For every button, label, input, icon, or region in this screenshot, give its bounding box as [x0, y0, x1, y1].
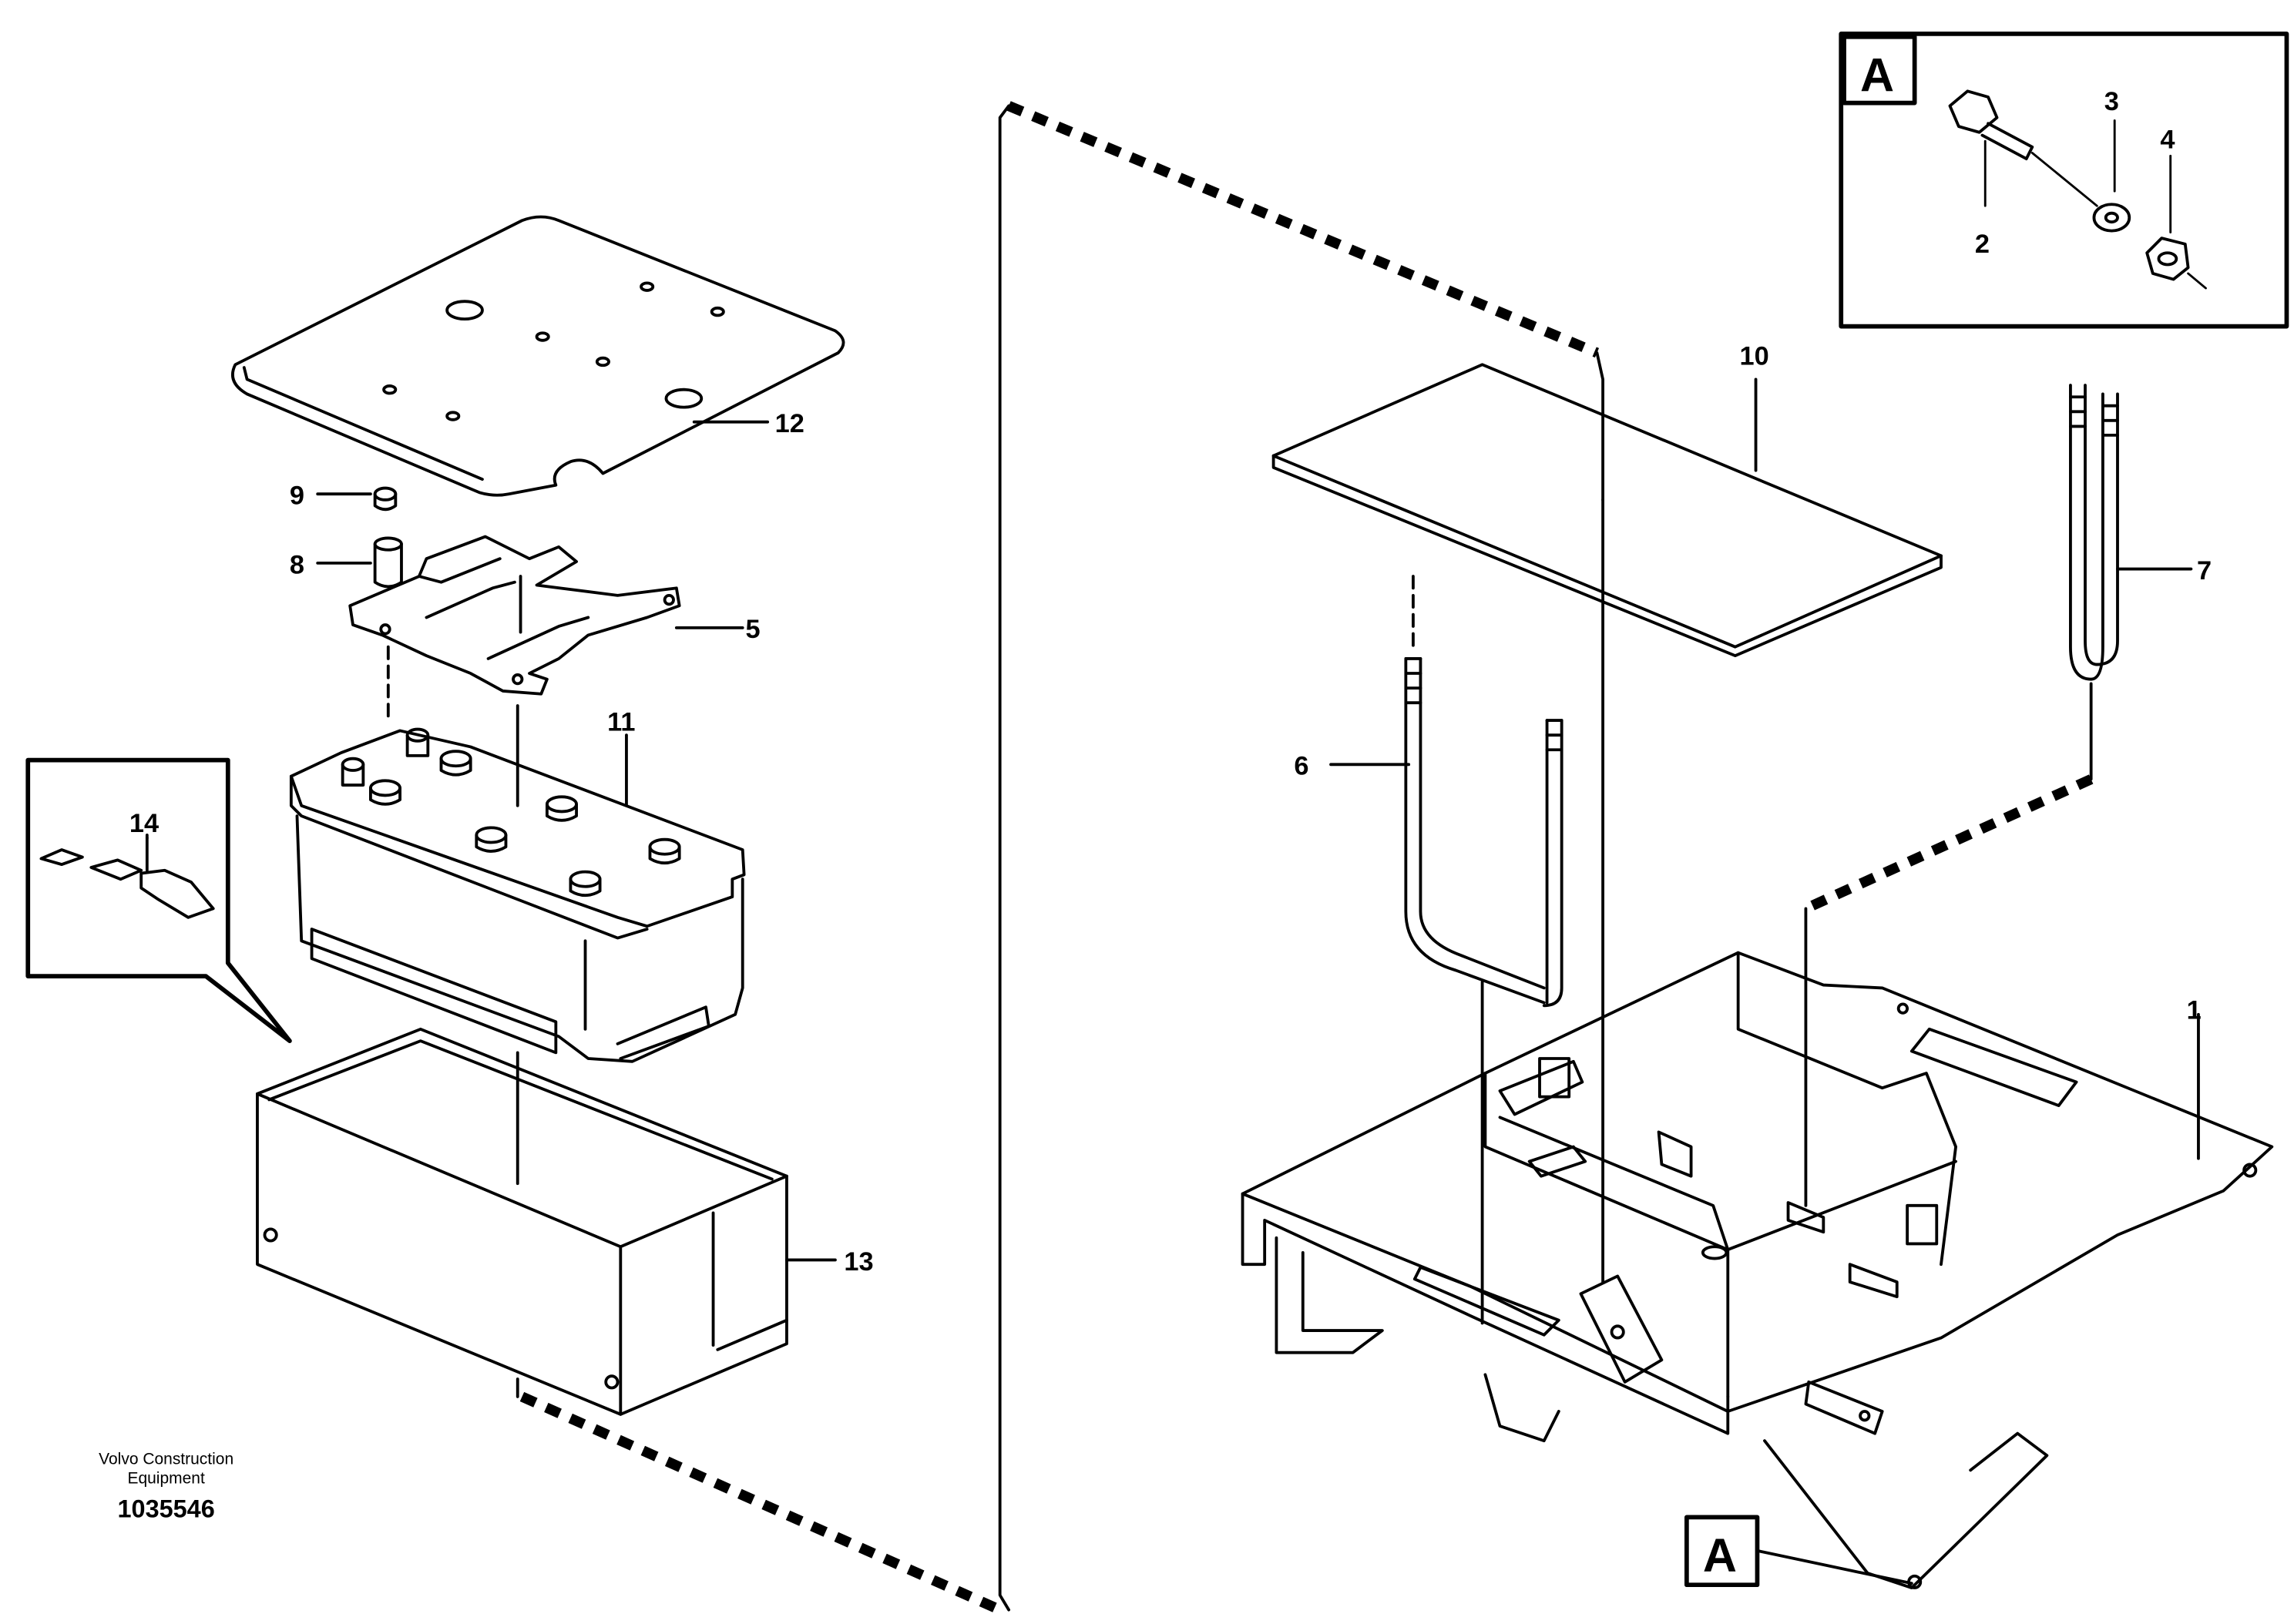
reference-box-a [1684, 1515, 1760, 1588]
callout-12: 12 [775, 409, 804, 438]
reference-label-a: A [1703, 1529, 1737, 1582]
rubber-mat-10 [1271, 363, 1943, 1283]
callout-9: 9 [290, 481, 304, 511]
callout-4: 4 [2160, 126, 2175, 155]
battery-11 [289, 704, 746, 1063]
callout-5: 5 [746, 615, 761, 644]
callout-6: 6 [1294, 752, 1308, 781]
u-bolt-6 [1404, 575, 1563, 1325]
battery-tray-1 [1241, 951, 2274, 1589]
detail-label-a: A [1860, 49, 1894, 101]
callout-2: 2 [1975, 230, 1990, 259]
credit-line-1: Volvo Construction [99, 1451, 233, 1468]
detail-inset-14 [25, 757, 292, 1043]
credit-line-2: Equipment [127, 1470, 204, 1488]
callout-13: 13 [844, 1247, 873, 1277]
drawing-number: 1035546 [117, 1495, 214, 1522]
callout-14: 14 [129, 809, 159, 838]
callout-7: 7 [2197, 556, 2212, 586]
callout-numbers: 1 2 3 4 5 6 7 8 9 10 11 12 13 14 [129, 87, 2212, 1277]
hold-down-bracket-5 [348, 535, 681, 722]
detail-box-a [1839, 32, 2289, 329]
leader-lines [145, 377, 2200, 1585]
callout-1: 1 [2187, 995, 2202, 1025]
spacer-8 [373, 536, 403, 589]
nut-9 [373, 486, 398, 512]
battery-box-13 [256, 1027, 788, 1416]
callout-10: 10 [1740, 341, 1769, 371]
u-bolt-7 [2069, 384, 2119, 681]
top-plate-12 [231, 215, 845, 497]
assembly-path-dashed [519, 101, 2094, 1615]
callout-3: 3 [2104, 87, 2119, 116]
assembly-path-thin [516, 104, 2093, 1612]
callout-8: 8 [290, 550, 304, 579]
callout-11: 11 [607, 707, 635, 737]
